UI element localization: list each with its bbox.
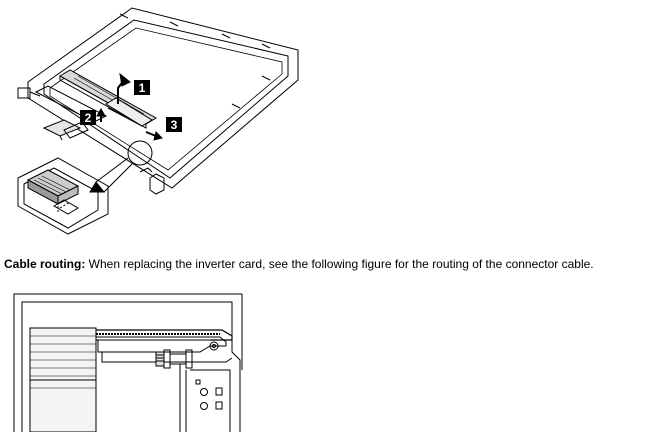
inverter-card-removal-figure: 1 2 3 (17, 7, 299, 235)
frame-hole-top (209, 341, 219, 351)
inverter-cover (34, 85, 153, 127)
cable-routing-figure (13, 293, 243, 432)
callout-3: 3 (166, 117, 182, 132)
caption-text: When replacing the inverter card, see th… (88, 257, 594, 271)
lift-arrow-1 (117, 72, 131, 104)
hinge-screw (155, 349, 193, 369)
lift-arrow-2 (96, 107, 106, 122)
svg-text:1: 1 (139, 81, 146, 95)
svg-text:3: 3 (171, 118, 178, 132)
callout-2: 2 (80, 110, 96, 125)
svg-text:2: 2 (85, 111, 92, 125)
lcd-frame-inner (43, 19, 289, 179)
caption-label: Cable routing: (4, 257, 86, 271)
connector-detail-inset (17, 157, 109, 235)
frame-outer (13, 293, 242, 432)
slide-arrow-3 (145, 131, 163, 141)
hinge-bracket (179, 364, 231, 432)
lcd-frame-outer (27, 7, 299, 189)
cable-routing-caption: Cable routing: When replacing the invert… (4, 257, 594, 271)
callout-1: 1 (134, 80, 150, 95)
detail-circle (127, 140, 153, 166)
connector-cable (42, 119, 89, 141)
